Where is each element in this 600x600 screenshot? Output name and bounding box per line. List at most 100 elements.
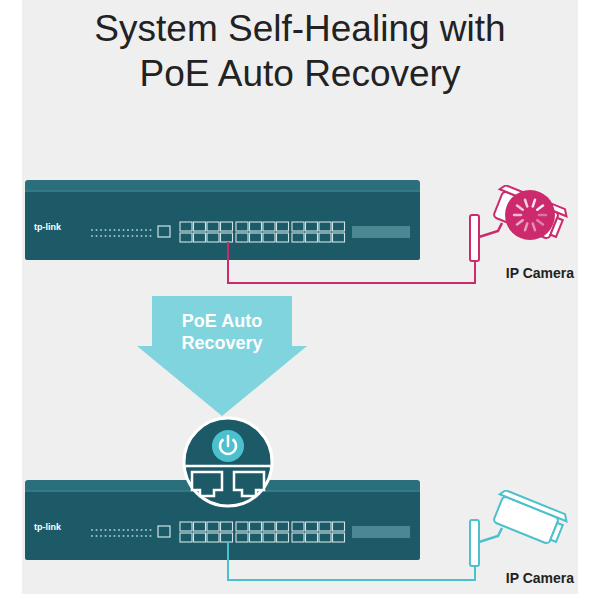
ethernet-port [236, 533, 248, 542]
vent-dot [145, 529, 147, 531]
ethernet-port [236, 522, 248, 531]
vent-dot [123, 235, 125, 237]
loading-tick [539, 214, 546, 217]
vent-dot [127, 535, 129, 537]
vent-dot [118, 529, 120, 531]
camera-body [489, 490, 568, 547]
camera-icon [458, 490, 578, 568]
ethernet-port [180, 222, 192, 231]
vent-dot [150, 235, 152, 237]
camera-housing [493, 191, 559, 239]
vent-dot [118, 235, 120, 237]
ethernet-port [319, 222, 331, 231]
zoomed-port [192, 472, 222, 496]
loading-tick [537, 220, 543, 224]
vent-dot [123, 229, 125, 231]
zoomed-panel-line [186, 465, 270, 468]
vent-dot [141, 535, 143, 537]
vent-dot [114, 235, 116, 237]
vent-dot [136, 535, 138, 537]
ethernet-port [250, 222, 262, 231]
vent-dot [141, 229, 143, 231]
ethernet-port [221, 522, 233, 531]
power-icon-bar [227, 436, 230, 446]
ethernet-port [263, 533, 275, 542]
ethernet-port [250, 533, 262, 542]
loading-tick [517, 206, 523, 210]
ethernet-port [333, 222, 345, 231]
vent-dot [150, 535, 152, 537]
ethernet-port [277, 222, 289, 231]
ethernet-port [221, 233, 233, 242]
vent-dot [91, 229, 93, 231]
ethernet-port [306, 222, 318, 231]
sfp-slot [352, 226, 410, 238]
ethernet-port [263, 233, 275, 242]
ethernet-port [292, 222, 304, 231]
zoomed-port [234, 472, 264, 496]
vent-dot [127, 529, 129, 531]
camera-mount-plate [470, 520, 479, 566]
loading-tick [533, 200, 535, 207]
vent-dot [91, 535, 93, 537]
vent-dot [118, 229, 120, 231]
vent-dot [132, 229, 134, 231]
switch-front [25, 190, 420, 260]
vent-dot [109, 529, 111, 531]
ethernet-port [263, 222, 275, 231]
arrow-label: PoE Auto Recovery [181, 310, 262, 354]
vent-dot [123, 535, 125, 537]
camera-mount-arm [479, 528, 502, 542]
vent-dot [100, 535, 102, 537]
vent-dot [145, 535, 147, 537]
ethernet-port [292, 233, 304, 242]
ethernet-port [194, 233, 206, 242]
vent-dot [141, 235, 143, 237]
vent-dot [136, 529, 138, 531]
vent-dot [132, 535, 134, 537]
vent-dot [150, 529, 152, 531]
brand-logo: tp-link [34, 522, 61, 532]
ethernet-port [319, 522, 331, 531]
zoom-circle [184, 418, 272, 506]
device-label: IP Camera [458, 570, 578, 586]
ethernet-port [333, 533, 345, 542]
poe-cable-faulty [228, 242, 475, 283]
vent-dot [96, 529, 98, 531]
ethernet-port [277, 533, 289, 542]
ethernet-port [236, 222, 248, 231]
vent-dot [96, 229, 98, 231]
vent-dot [136, 235, 138, 237]
ethernet-port [277, 233, 289, 242]
loading-tick [533, 224, 535, 231]
camera-mount-arm [479, 223, 502, 237]
ethernet-port [194, 522, 206, 531]
poe-cable-restored [228, 542, 475, 580]
vent-dot [127, 235, 129, 237]
vent-dot [105, 529, 107, 531]
port-zoom [184, 418, 272, 506]
power-icon-disc [212, 430, 244, 462]
ethernet-port [263, 522, 275, 531]
ethernet-port [194, 222, 206, 231]
vent-dot [109, 235, 111, 237]
ethernet-port [207, 233, 219, 242]
device-label: IP Camera [458, 265, 578, 281]
sfp-slot [352, 526, 410, 538]
vent-dot [91, 529, 93, 531]
ethernet-port [180, 233, 192, 242]
ethernet-port [319, 533, 331, 542]
vent-dot [100, 229, 102, 231]
ethernet-port [333, 233, 345, 242]
camera-body [489, 185, 568, 242]
ethernet-port [221, 222, 233, 231]
ethernet-port [277, 522, 289, 531]
vent-dot [100, 235, 102, 237]
vent-dot [118, 535, 120, 537]
vent-dot [105, 235, 107, 237]
loading-tick [537, 206, 543, 210]
vent-dot [114, 535, 116, 537]
vent-dot [100, 529, 102, 531]
ethernet-port [250, 522, 262, 531]
